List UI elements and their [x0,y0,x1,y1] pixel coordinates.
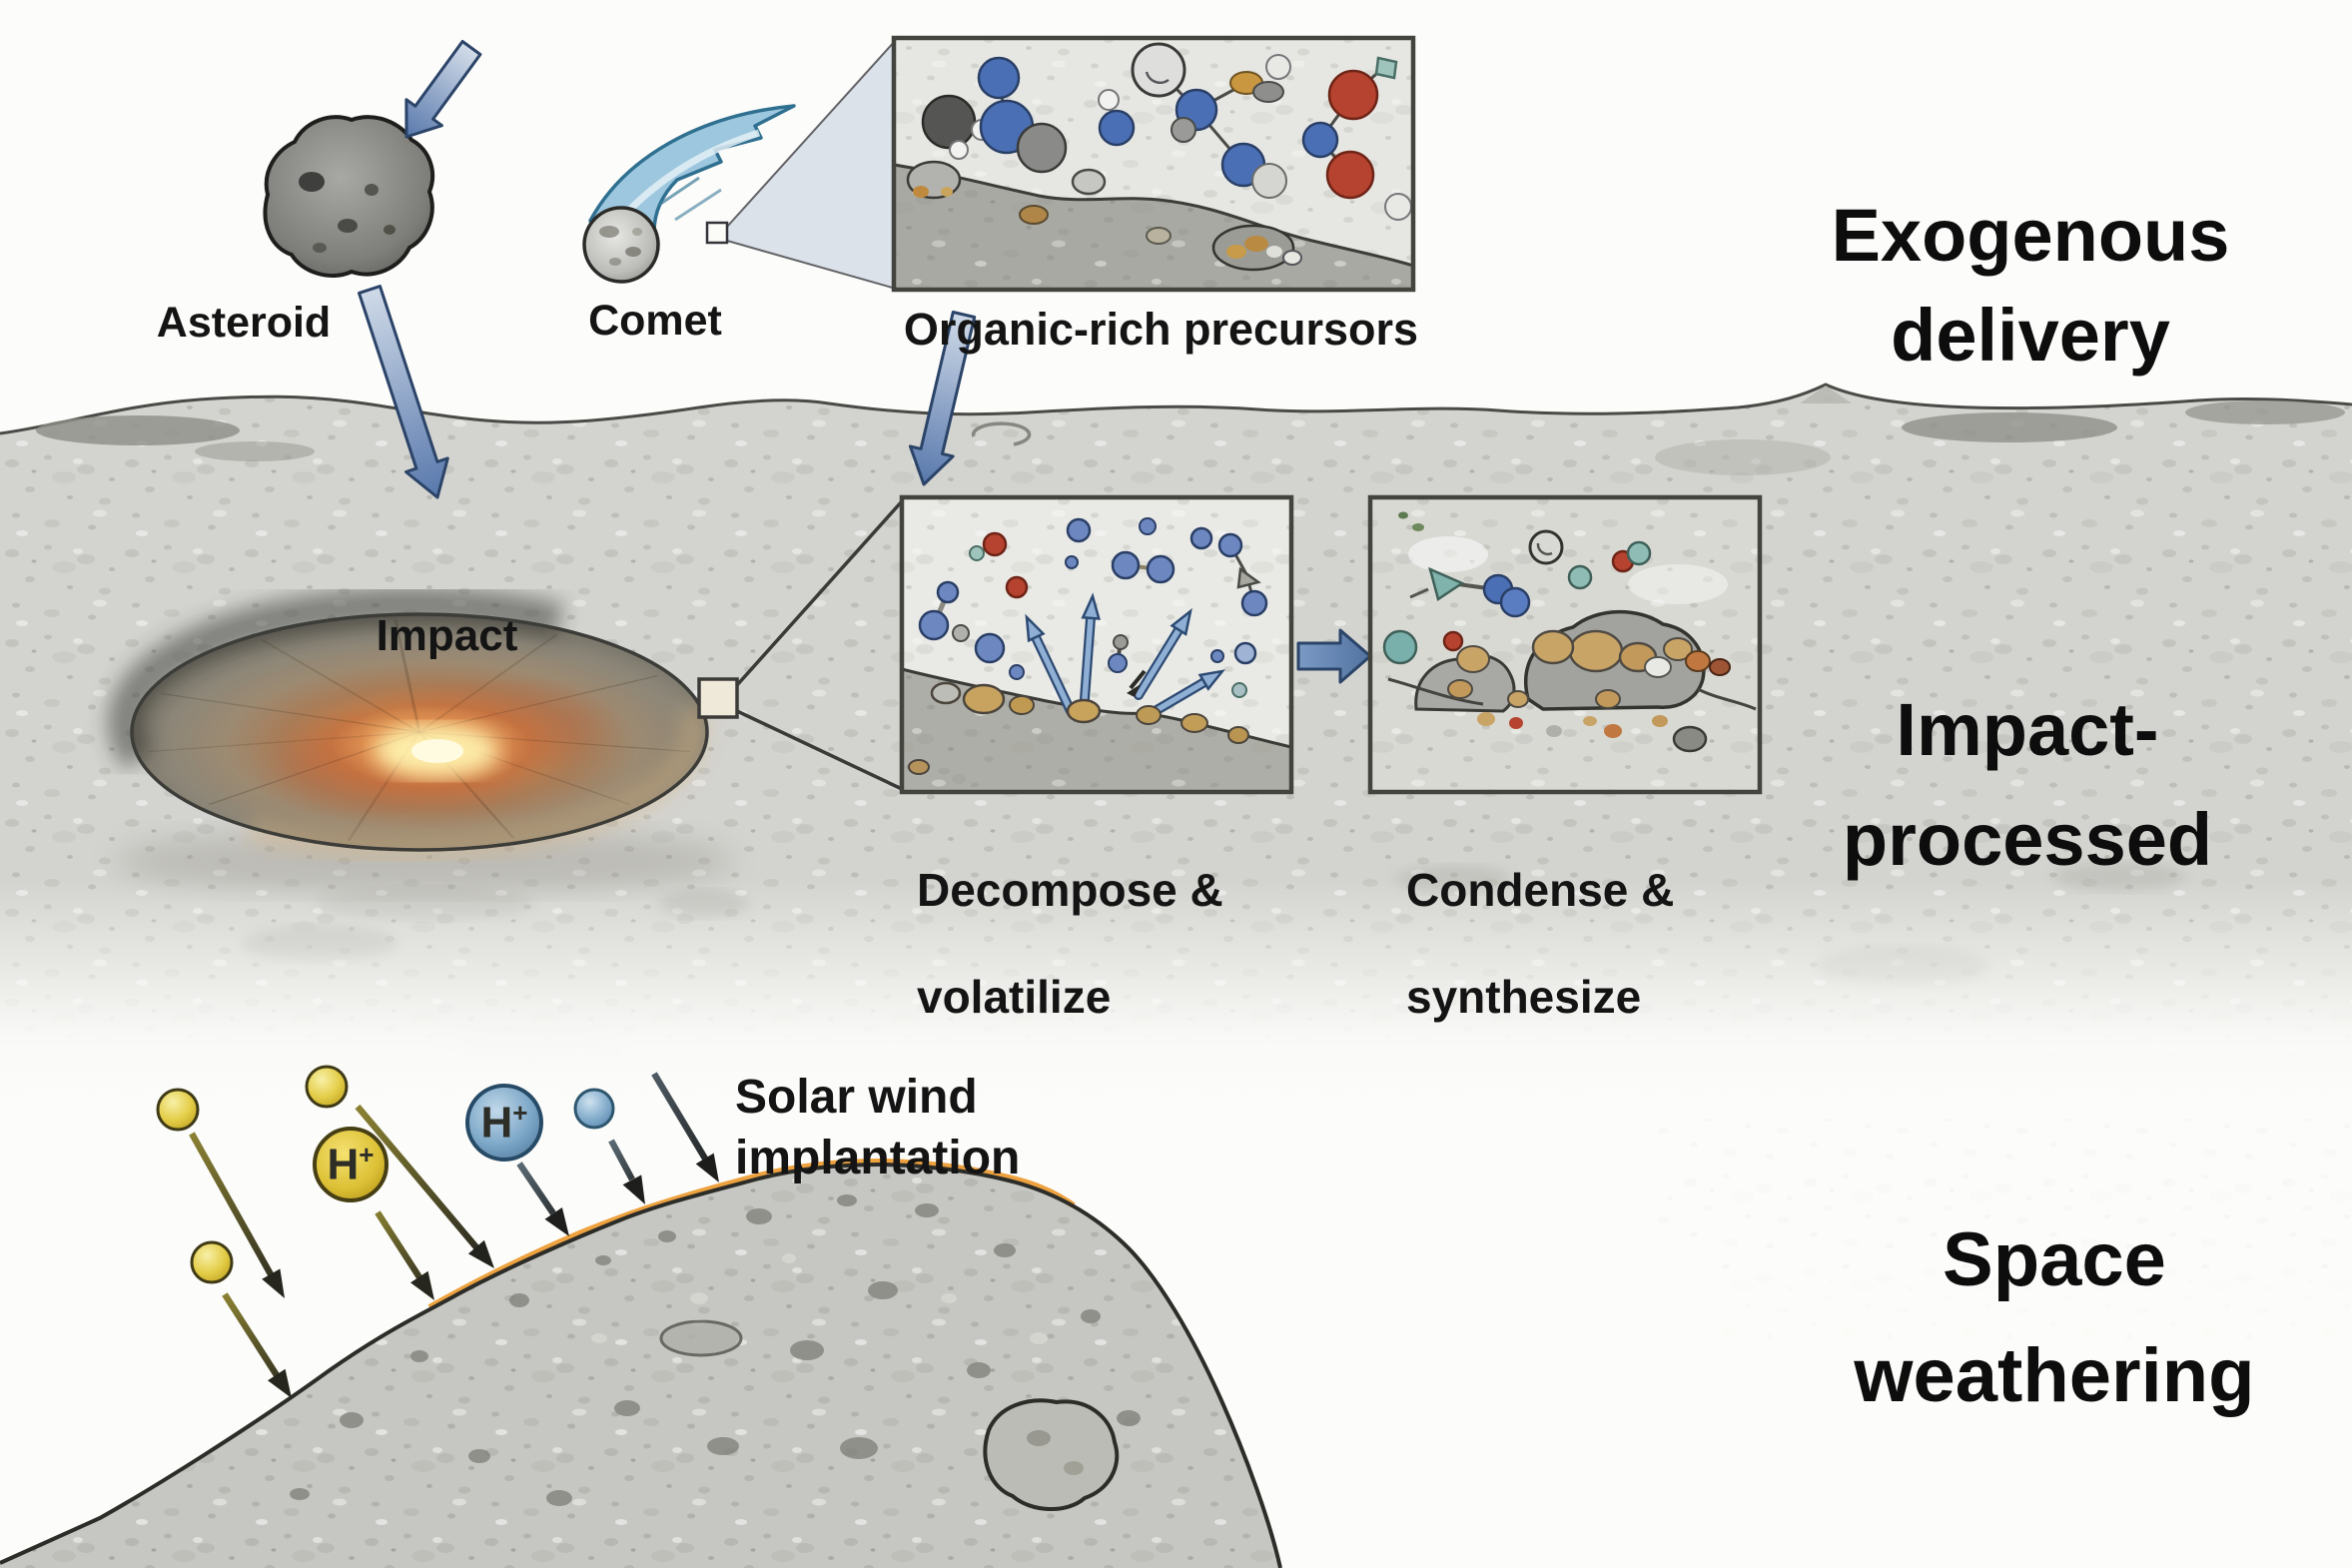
comet-illustration [582,104,796,284]
hplus-label-blue: H+ [480,1098,528,1148]
weathering-rind [427,1158,1076,1310]
section-title-line: Impact- [1896,688,2159,771]
solar-wind-arrows [189,1072,719,1398]
asteroid-illustration [263,115,435,278]
section-title-line: weathering [1854,1333,2255,1418]
condense-label-line: synthesize [1406,971,1642,1023]
arrow-to-asteroid [404,40,482,139]
horizon-line [0,383,2352,435]
section-title-exogenous: Exogenous delivery [1731,186,2330,386]
hill-boulder [983,1398,1120,1511]
solar-wind-label-line: Solar wind [735,1071,978,1124]
blue-proton-ion [465,1084,543,1162]
section-title-line: delivery [1891,294,2170,377]
decompose-inset-boulders [908,681,1249,784]
impact-label: Impact [376,611,518,660]
comet-label: Comet [588,297,722,345]
volatilized-molecules [918,517,1268,698]
hill-crater-ring [659,1319,743,1357]
arrow-asteroid-to-surface [358,285,449,499]
solar-wind-label-line: implantation [735,1132,1021,1184]
volatilize-arrows [1025,592,1226,721]
crater-callout [697,499,904,791]
small-crater-ring [971,421,1032,446]
section-title-line: Exogenous [1831,194,2230,277]
decompose-label-line: Decompose & [917,864,1223,916]
condense-label: Condense & synthesize [1406,837,1674,1051]
section-title-impact-processed: Impact- processed [1728,675,2327,895]
section-title-line: Space [1943,1217,2166,1302]
weathered-hill [0,1158,1282,1568]
solar-wind-illustration [156,1065,719,1398]
decompose-volatilize-inset [899,494,1294,795]
organic-precursors-label: Organic-rich precursors [903,304,1419,355]
solar-wind-label: Solar wind implantation [735,1067,1020,1188]
organic-molecules [921,42,1412,221]
organic-precursors-inset [705,35,1416,293]
arrow-precursors-to-surface [908,311,977,486]
delivery-arrows [358,40,977,499]
decompose-label-line: volatilize [917,971,1112,1023]
impact-crater [108,586,734,895]
section-title-line: processed [1842,798,2213,881]
comet-zoom-box [705,221,729,245]
yellow-ion [190,1240,234,1284]
yellow-ion [305,1065,349,1109]
decompose-label: Decompose & volatilize [917,837,1223,1051]
asteroid-label: Asteroid [156,299,332,347]
crater-zoom-box [697,677,739,719]
condense-label-line: Condense & [1406,864,1675,916]
condensed-molecules [1382,511,1652,665]
section-title-space-weathering: Space weathering [1755,1202,2352,1434]
condense-synthesize-inset [1367,494,1763,795]
condense-inset-boulders [1447,629,1731,753]
organic-inset-rocks [906,160,1302,272]
hplus-label-yellow: H+ [327,1140,375,1189]
yellow-ion [156,1088,200,1132]
process-arrow [1296,628,1372,684]
blue-ion [573,1088,615,1130]
yellow-proton-ion [313,1127,389,1202]
